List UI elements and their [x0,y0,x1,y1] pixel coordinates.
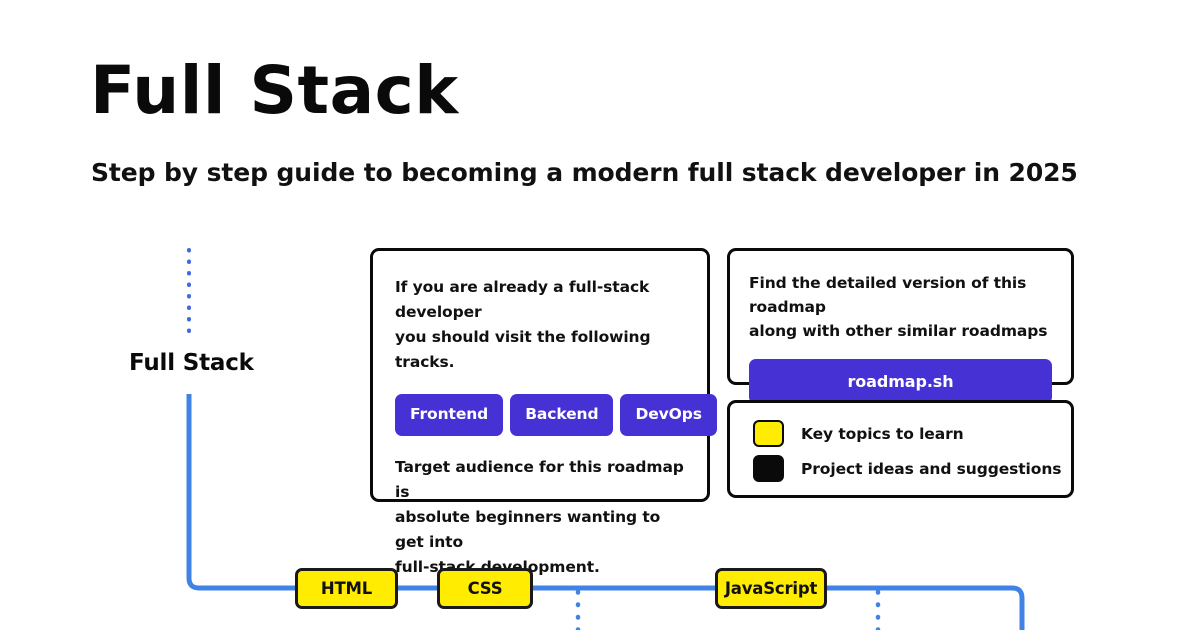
roadmap-link-panel: Find the detailed version of this roadma… [727,248,1074,405]
page-subtitle: Step by step guide to becoming a modern … [91,158,1078,187]
track-pill-frontend[interactable]: Frontend [395,394,504,436]
roadmap-node-html[interactable]: HTML [295,568,398,609]
roadmap-note-line-2: along with other similar roadmaps [749,322,1048,341]
track-pill-backend[interactable]: Backend [510,394,614,436]
legend-label-project-ideas: Project ideas and suggestions [801,459,1062,478]
tracks-outro-text: Target audience for this roadmap is abso… [395,455,685,581]
tracks-info-panel: If you are already a full-stack develope… [370,248,717,576]
tracks-intro-line-1: If you are already a full-stack develope… [395,278,650,322]
legend-item-key-topics: Key topics to learn [753,420,1071,447]
tracks-outro-line-2: absolute beginners wanting to get into [395,508,661,552]
root-node-label: Full Stack [129,350,254,376]
roadmap-note-text: Find the detailed version of this roadma… [749,271,1052,343]
black-square-icon [753,455,784,482]
legend-item-project-ideas: Project ideas and suggestions [753,455,1071,482]
legend-label-key-topics: Key topics to learn [801,424,964,443]
track-pill-group: Frontend Backend DevOps [395,394,717,436]
roadmap-note-line-1: Find the detailed version of this roadma… [749,274,1027,317]
roadmap-sh-button[interactable]: roadmap.sh [749,359,1052,405]
legend-panel: Key topics to learn Project ideas and su… [727,400,1074,498]
yellow-square-icon [753,420,784,447]
tracks-intro-text: If you are already a full-stack develope… [395,275,685,375]
roadmap-node-css[interactable]: CSS [437,568,533,609]
roadmap-node-javascript[interactable]: JavaScript [715,568,827,609]
page-title: Full Stack [90,52,459,129]
tracks-outro-line-1: Target audience for this roadmap is [395,457,684,502]
tracks-intro-line-2: you should visit the following tracks. [395,328,651,372]
track-pill-devops[interactable]: DevOps [620,394,717,436]
